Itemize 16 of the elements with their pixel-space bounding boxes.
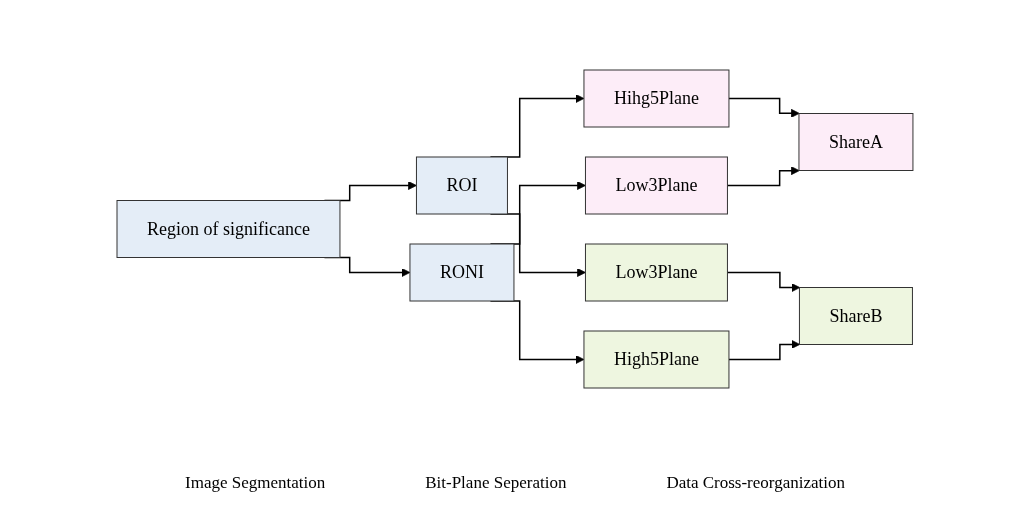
node-box: ShareA <box>798 113 914 171</box>
node-box: Region of significance <box>116 200 341 258</box>
stage-label: Data Cross-reorganization <box>666 473 845 493</box>
stage-label: Bit-Plane Seperation <box>425 473 567 493</box>
node-box: High5Plane <box>583 330 730 389</box>
arrow <box>728 97 800 118</box>
node-box: Low3Plane <box>585 243 728 302</box>
arrow <box>726 166 800 187</box>
arrow <box>726 271 801 292</box>
node-box: RONI <box>409 243 515 302</box>
node-box: Low3Plane <box>585 156 728 215</box>
stage-label: Image Segmentation <box>185 473 326 493</box>
arrow <box>728 340 801 361</box>
node-box: ShareB <box>799 287 913 345</box>
node-box: Hihg5Plane <box>583 69 730 128</box>
node-box: ROI <box>416 156 508 215</box>
